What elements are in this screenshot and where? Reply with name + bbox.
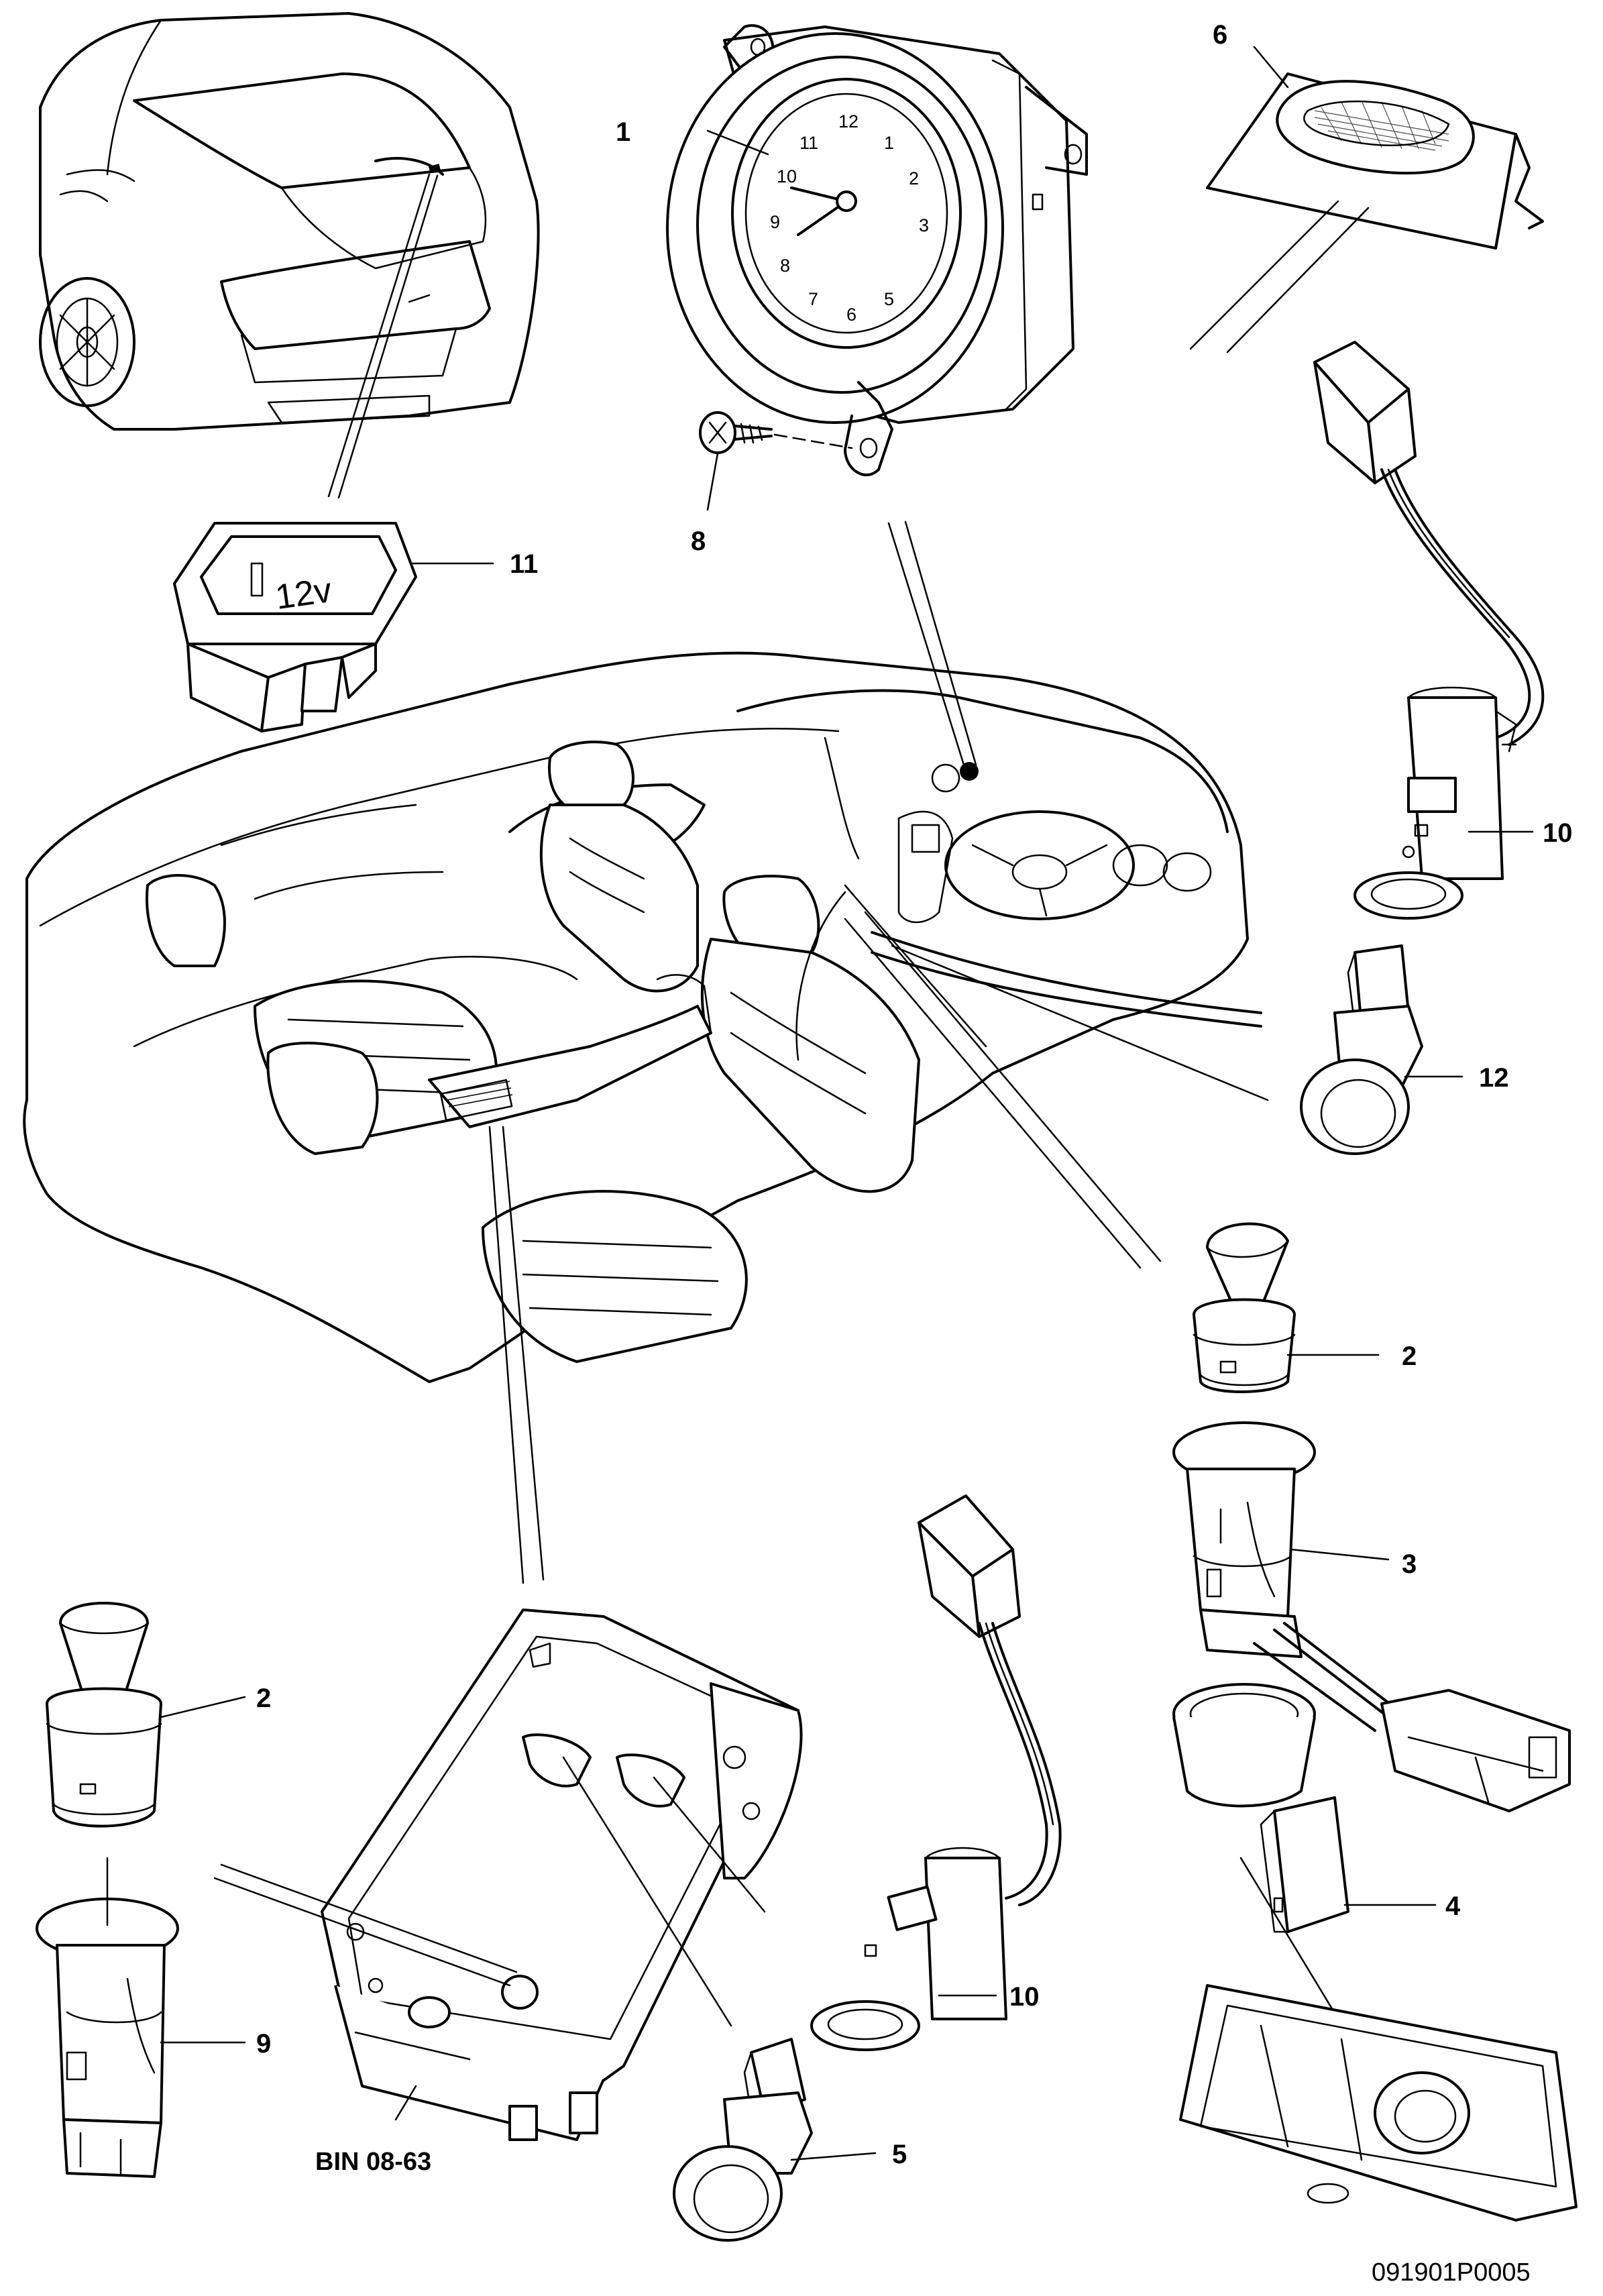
leader-6: [1253, 46, 1289, 89]
callout-1: 1: [616, 117, 630, 147]
leader-bin-ref: [394, 2085, 417, 2121]
part-2-lighter-right: [1193, 1222, 1296, 1393]
car-rear-view: [39, 12, 540, 431]
part-10-socket-bottom: [810, 1847, 1007, 2051]
callout-2-right: 2: [1402, 1342, 1417, 1371]
clock-number-7: 7: [808, 289, 818, 309]
leader-2-left: [160, 1696, 246, 1718]
clock-number-12: 12: [838, 111, 859, 131]
car-interior-cutaway: [23, 651, 1262, 1383]
front-seat-right: [700, 875, 920, 1193]
leader-console-to-bin-2: [502, 1126, 545, 1581]
leader-to-part-2-3: [844, 918, 1142, 1269]
leader-clock-location: [887, 522, 967, 773]
leader-bin-to-part-9: [213, 1877, 511, 1987]
part-10-connector-bottom: [918, 1494, 1062, 1906]
callout-3: 3: [1402, 1549, 1417, 1579]
centre-console: [428, 974, 712, 1128]
bin-reference-label: BIN 08-63: [315, 2148, 431, 2176]
leader-3: [1290, 1548, 1390, 1561]
leader-1: [706, 129, 769, 156]
part-12-socket: [1300, 944, 1423, 1155]
leader-console-to-bin: [488, 1126, 524, 1584]
storage-bin: [321, 1608, 803, 2141]
leader-8: [706, 452, 719, 511]
leader-bin-to-part-5: [562, 1756, 732, 2027]
leader-line-car-to-socket: [327, 173, 431, 498]
leader-6-to-dash: [1189, 200, 1339, 350]
leader-6-to-dash-2: [1226, 207, 1370, 353]
callout-9: 9: [256, 2029, 271, 2059]
leader-to-part-2-3b: [864, 911, 1162, 1262]
part-4-bezel: [1172, 1683, 1349, 1933]
callout-10-bottom: 10: [1009, 1982, 1040, 2012]
clock-number-9: 9: [770, 212, 780, 232]
rear-seat-right: [266, 1042, 748, 1363]
part-3-socket-harness: [1172, 1421, 1571, 1812]
clock-number-3: 3: [919, 215, 929, 235]
leader-to-part-12: [891, 944, 1269, 1101]
part-6-speaker-grille: [1206, 72, 1544, 250]
dashboard-steering: [897, 762, 1212, 924]
leader-5: [790, 2152, 877, 2161]
clock-number-11: 11: [799, 133, 818, 153]
clock-number-10: 10: [777, 166, 797, 186]
callout-8: 8: [691, 527, 706, 556]
socket-12v-marking: 12v: [273, 571, 334, 617]
leader-clock-location-2: [904, 521, 977, 766]
rear-console-ashtray: [1179, 1984, 1578, 2222]
clock-number-8: 8: [780, 256, 790, 276]
part-10-socket-top: [1353, 686, 1517, 920]
clock-number-6: 6: [846, 305, 856, 325]
part-11-12v-socket: 12v: [173, 522, 417, 732]
leader-bin-to-part-10: [653, 1776, 766, 1913]
leader-line-car-to-socket-2: [337, 174, 439, 499]
clock-centre-pin: [836, 190, 857, 212]
callout-5: 5: [892, 2140, 907, 2169]
part-5-socket: [673, 2038, 813, 2242]
clock-number-1: 1: [884, 133, 894, 153]
clock-number-5: 5: [884, 289, 894, 309]
callout-2-left: 2: [256, 1684, 271, 1713]
callout-6: 6: [1213, 20, 1227, 50]
part-9-socket: [36, 1857, 179, 2178]
part-10-connector-top: [1313, 341, 1545, 746]
drawing-number: 091901P0005: [1372, 2258, 1531, 2287]
clock-number-2: 2: [909, 168, 919, 188]
front-seat-left: [539, 741, 699, 993]
callout-11: 11: [510, 549, 538, 579]
part-2-lighter-left: [46, 1602, 162, 1828]
callout-12: 12: [1479, 1063, 1509, 1093]
leader-bin-to-part-9b: [220, 1863, 518, 1973]
part-1-clock: 12 1 2 3 5 6 7 8 9 10 11: [666, 24, 1088, 477]
callout-10-top: 10: [1543, 818, 1573, 848]
callout-4: 4: [1445, 1892, 1461, 1921]
